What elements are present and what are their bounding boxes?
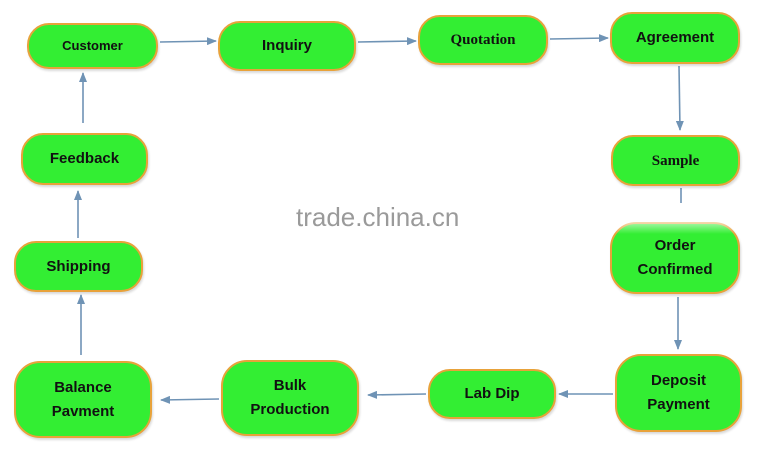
- node-deposit-payment: Deposit Payment: [615, 354, 742, 432]
- arrow-customer-inquiry: [159, 37, 217, 46]
- node-lab-dip: Lab Dip: [428, 369, 556, 419]
- node-inquiry: Inquiry: [218, 21, 356, 71]
- node-bulk-label-line1: Bulk: [273, 377, 307, 394]
- node-balance-label-line1: Balance: [54, 378, 112, 396]
- node-customer: Customer: [27, 23, 158, 69]
- node-sample: Sample: [611, 135, 740, 186]
- node-balance-label-line2: Pavment: [51, 402, 115, 420]
- node-shipping-label: Shipping: [46, 257, 111, 275]
- node-bulk-production: Bulk Production: [221, 360, 359, 436]
- arrow-labdip-bulk: [367, 390, 427, 399]
- node-feedback-label: Feedback: [49, 150, 120, 167]
- node-inquiry-label: Inquiry: [261, 37, 312, 54]
- node-order-label-line2: Confirmed: [637, 261, 713, 278]
- node-sample-label: Sample: [651, 152, 700, 169]
- node-bulk-label-line2: Production: [250, 401, 330, 418]
- node-order-label-line1: Order: [654, 237, 696, 254]
- node-agreement: Agreement: [610, 12, 740, 64]
- node-quotation-label: Quotation: [450, 32, 516, 48]
- arrow-agreement-sample: [675, 65, 684, 131]
- arrow-bulk-balance: [160, 395, 220, 404]
- node-customer-label: Customer: [62, 37, 123, 53]
- node-balance-payment: Balance Pavment: [14, 361, 152, 438]
- watermark-text: trade.china.cn: [296, 202, 460, 232]
- node-quotation: Quotation: [418, 15, 548, 65]
- node-deposit-label-line1: Deposit: [650, 372, 706, 389]
- arrow-quotation-agreement: [549, 34, 609, 43]
- node-labdip-label: Lab Dip: [464, 385, 520, 402]
- node-deposit-label-line2: Payment: [647, 396, 710, 413]
- node-agreement-label: Agreement: [635, 29, 715, 46]
- node-feedback: Feedback: [21, 133, 148, 185]
- arrow-inquiry-quotation: [357, 37, 417, 46]
- node-order-confirmed: Order Confirmed: [610, 222, 740, 294]
- node-shipping: Shipping: [14, 241, 143, 292]
